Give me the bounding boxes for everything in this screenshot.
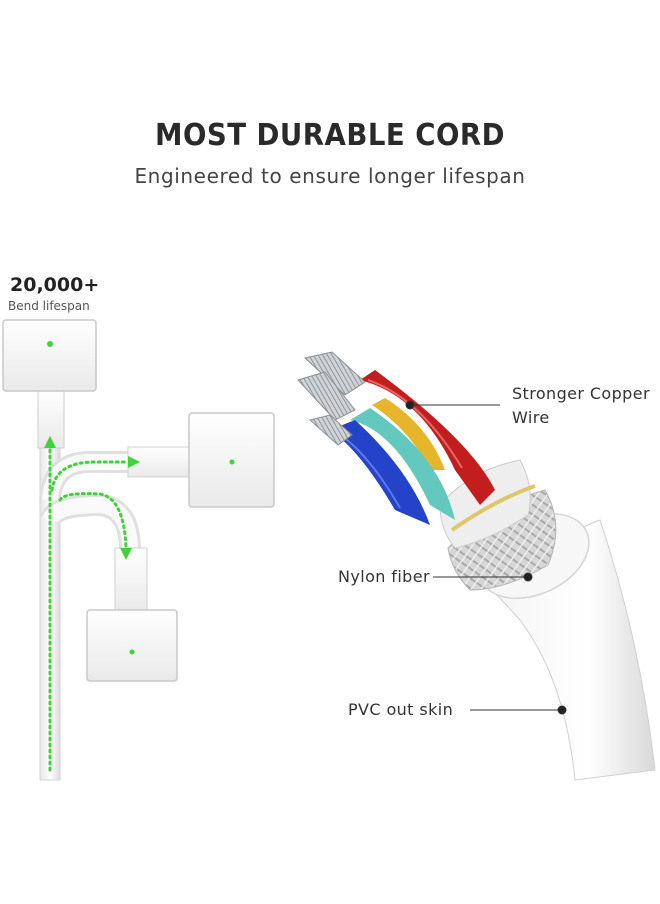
callout-nylon-fiber: Nylon fiber — [338, 567, 430, 586]
bend-count: 20,000+ — [10, 274, 100, 296]
callout-copper-wire: Stronger Copper Wire — [512, 382, 650, 430]
lower-connector-led — [129, 649, 135, 655]
callout-pvc-skin: PVC out skin — [348, 700, 454, 719]
lower-connector-neck — [114, 547, 148, 613]
top-connector-head — [2, 319, 97, 392]
bend-label: Bend lifespan — [8, 299, 90, 313]
right-connector-led — [229, 459, 235, 465]
yellow-wire — [372, 398, 445, 470]
headline: MOST DURABLE CORD — [155, 118, 505, 153]
subheadline: Engineered to ensure longer lifespan — [134, 164, 526, 188]
bend-motion-arrows — [48, 448, 130, 772]
teal-wire — [350, 408, 455, 520]
red-wire — [360, 370, 495, 505]
top-connector-led — [47, 341, 53, 347]
cable-cross-section — [297, 351, 656, 781]
copper-strands-low — [308, 414, 353, 446]
callout-lines — [405, 400, 567, 715]
lower-connector-head — [86, 609, 178, 682]
inner-sheath — [439, 459, 531, 549]
arrow-heads — [44, 436, 140, 560]
left-connector-group — [2, 319, 275, 781]
copper-strands-mid — [297, 371, 356, 421]
callout-copper-line2: Wire — [512, 408, 550, 427]
callout-copper-line1: Stronger Copper — [512, 384, 650, 403]
